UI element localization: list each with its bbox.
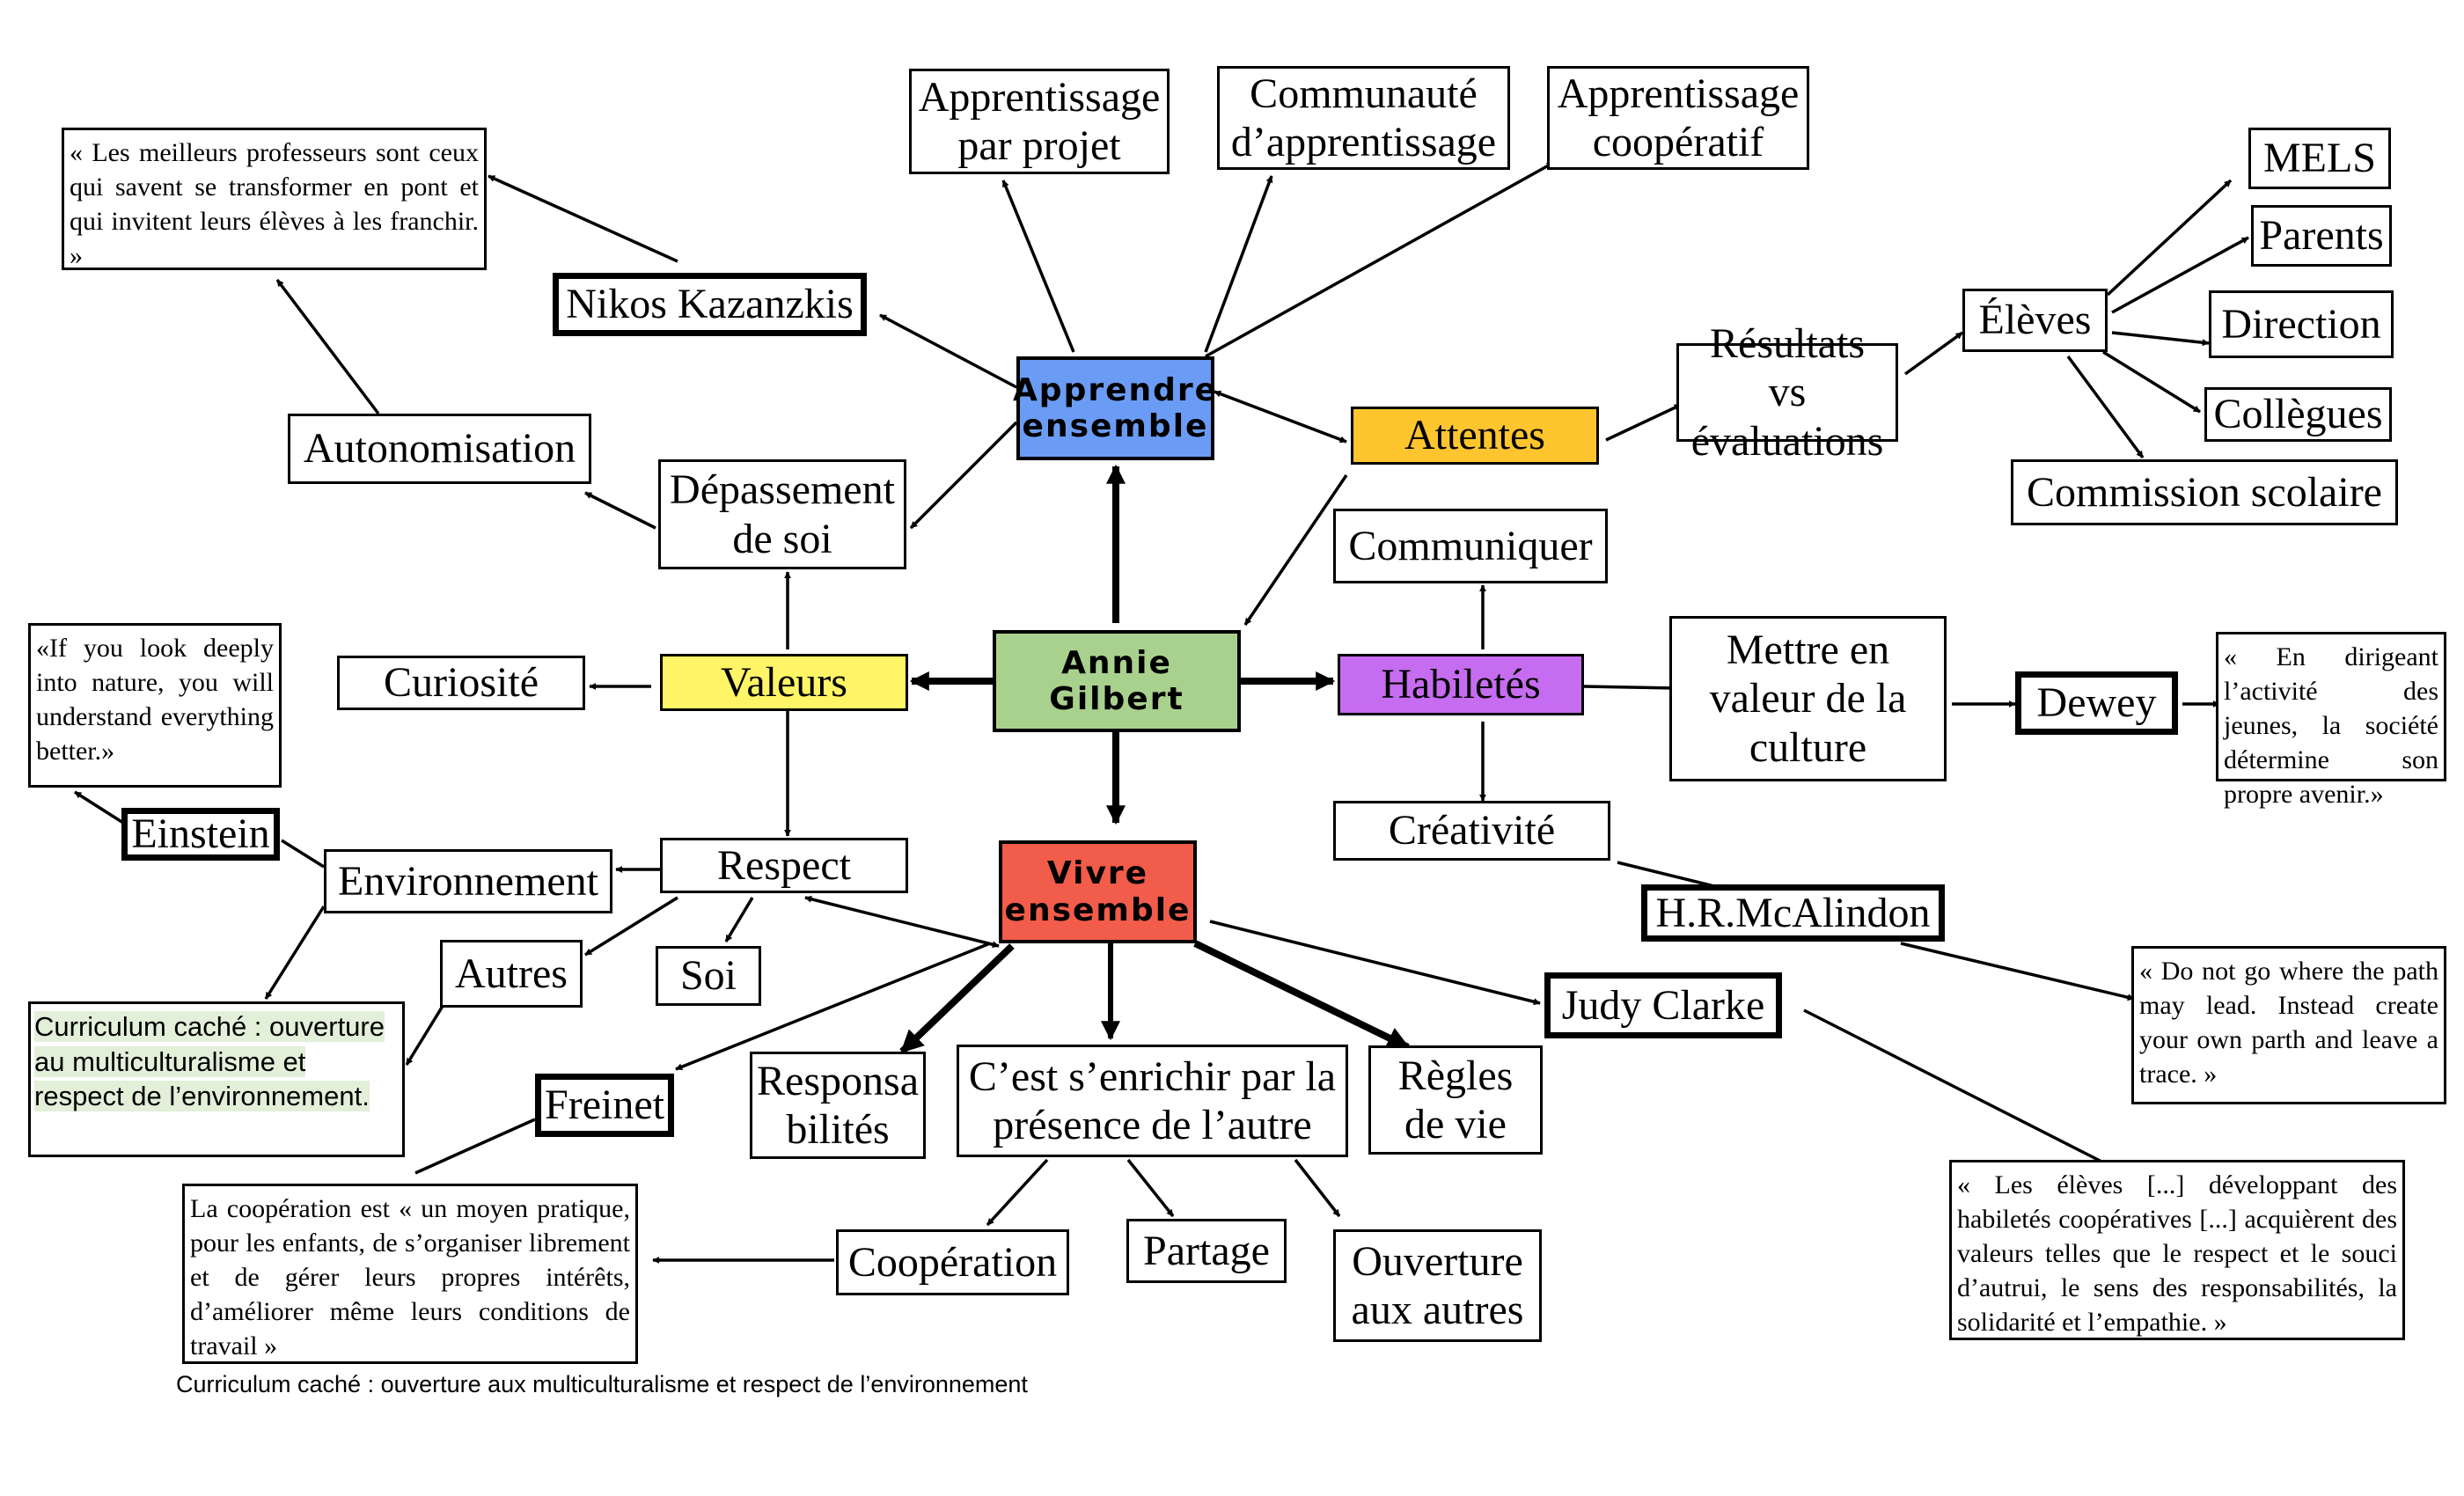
edge-depassement-autonomisation — [584, 491, 656, 530]
edge-nikos-quote — [488, 174, 678, 263]
quote-judy-clarke: « Les élèves [...] développant des habil… — [1949, 1160, 2405, 1340]
quote-freinet: La coopération est « un moyen pratique, … — [182, 1184, 638, 1364]
edge-habiletes-mettre — [1583, 684, 1677, 692]
caption: Curriculum caché : ouverture aux multicu… — [176, 1371, 1028, 1397]
edge-respect-soi — [724, 897, 754, 942]
node-enrichir: C’est s’enrichir par la présence de l’au… — [957, 1045, 1348, 1157]
edge-respect-autres — [584, 896, 678, 957]
node-curiosite: Curiosité — [337, 656, 585, 710]
node-partage: Partage — [1126, 1219, 1287, 1283]
edge-freinet-quote — [414, 1118, 536, 1175]
node-collegues: Collègues — [2204, 387, 2392, 442]
node-judy-clarke: Judy Clarke — [1544, 972, 1782, 1038]
node-direction: Direction — [2209, 290, 2394, 358]
edge-attentes-habiletes — [1243, 474, 1348, 626]
node-eleves: Élèves — [1962, 289, 2108, 352]
node-responsabilites: Responsa bilités — [750, 1052, 926, 1159]
quote-mcalindon: « Do not go where the path may lead. Ins… — [2131, 946, 2446, 1104]
edge-attentes-resultats — [1605, 403, 1682, 442]
edge-eleves-parents — [2111, 236, 2249, 314]
node-dewey: Dewey — [2015, 671, 2178, 735]
node-communaute-apprentissage: Communauté d’apprentissage — [1217, 66, 1510, 170]
node-vivre-ensemble: Vivre ensemble — [999, 840, 1197, 943]
edge-enrichir-ouverture — [1294, 1158, 1341, 1218]
edge-respect-vivre — [804, 895, 1000, 949]
node-autres: Autres — [440, 940, 583, 1008]
node-mels: MELS — [2248, 128, 2391, 189]
quote-nikos: « Les meilleurs professeurs sont ceux qu… — [62, 128, 487, 270]
edge-eleves-mels — [2106, 179, 2233, 297]
edge-eleves-collegues — [2102, 350, 2201, 414]
edge-judy-quote — [1803, 1008, 2111, 1168]
node-valeurs: Valeurs — [660, 654, 908, 711]
node-apprentissage-cooperatif: Apprentissage coopératif — [1547, 66, 1809, 170]
note-curriculum-cache: Curriculum caché : ouverture au multicul… — [28, 1001, 405, 1157]
node-soi: Soi — [656, 946, 761, 1006]
node-parents: Parents — [2251, 205, 2392, 267]
node-habiletes: Habiletés — [1338, 654, 1584, 715]
edge-mcalindon-quote — [1900, 942, 2135, 1001]
node-creativite: Créativité — [1333, 801, 1610, 861]
node-ouverture-aux-autres: Ouverture aux autres — [1333, 1229, 1542, 1342]
edge-environnement-curriculum — [264, 906, 326, 1000]
node-mcalindon: H.R.McAlindon — [1641, 884, 1945, 942]
edge-eleves-direction — [2111, 331, 2210, 347]
node-commission-scolaire: Commission scolaire — [2011, 459, 2398, 525]
node-nikos-kazanzkis: Nikos Kazanzkis — [553, 273, 867, 336]
edge-apprendre-attentes — [1214, 390, 1347, 444]
edge-enrichir-cooperation — [986, 1158, 1049, 1227]
edge-vivre-regles — [1193, 940, 1411, 1051]
quote-einstein: «If you look deeply into nature, you wil… — [28, 623, 282, 788]
node-resultats-vs-evaluations: Résultats vs évaluations — [1676, 320, 1898, 465]
edge-vivre-judy — [1209, 920, 1541, 1006]
node-cooperation: Coopération — [836, 1229, 1069, 1295]
curriculum-text: Curriculum caché : ouverture au multicul… — [34, 1011, 385, 1112]
node-attentes: Attentes — [1351, 407, 1599, 465]
edge-autonomisation-quote — [275, 278, 380, 415]
edge-apprendre-coop — [1205, 161, 1554, 358]
node-regles-de-vie: Règles de vie — [1368, 1045, 1543, 1155]
node-communiquer: Communiquer — [1333, 509, 1608, 583]
node-center: Annie Gilbert — [993, 630, 1241, 732]
edge-eleves-commission — [2066, 355, 2145, 459]
edge-vivre-responsabilites — [899, 943, 1015, 1054]
node-depassement-de-soi: Dépassement de soi — [658, 459, 906, 569]
node-apprendre-ensemble: Apprendre ensemble — [1013, 356, 1216, 460]
node-freinet: Freinet — [535, 1074, 674, 1137]
edge-apprendre-depassement — [909, 421, 1018, 530]
edge-einstein-quote — [74, 790, 124, 825]
edge-apprendre-communaute — [1204, 175, 1273, 353]
edge-environnement-einstein — [281, 839, 325, 869]
edge-resultats-eleves — [1903, 331, 1964, 376]
edge-enrichir-partage — [1126, 1158, 1175, 1218]
edge-vivre-freinet — [675, 942, 991, 1071]
node-environnement: Environnement — [324, 849, 612, 913]
node-autonomisation: Autonomisation — [288, 414, 591, 484]
quote-dewey: « En dirigeant l’activité des jeunes, la… — [2216, 632, 2446, 809]
edge-autres-curriculum — [405, 1002, 446, 1066]
node-apprentissage-par-projet: Apprentissage par projet — [909, 69, 1170, 174]
node-respect: Respect — [660, 838, 908, 893]
edge-apprendre-projet — [1001, 180, 1075, 353]
node-einstein: Einstein — [121, 808, 280, 861]
edge-apprendre-nikos — [879, 313, 1017, 389]
node-mettre-en-valeur: Mettre en valeur de la culture — [1669, 616, 1947, 781]
